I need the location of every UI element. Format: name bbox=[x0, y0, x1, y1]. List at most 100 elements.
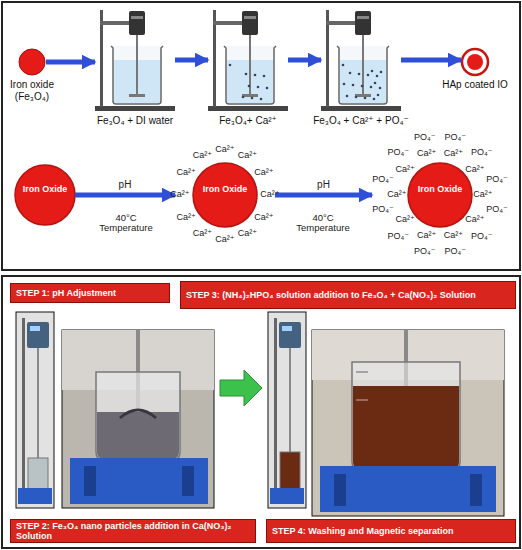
stand-base bbox=[95, 106, 175, 111]
process-arrow bbox=[220, 370, 262, 406]
particle-dot bbox=[376, 75, 379, 78]
shape-outline bbox=[18, 48, 46, 76]
caption-text: Fe₃O₄+ Ca²⁺ bbox=[193, 115, 303, 127]
spacer bbox=[249, 77, 250, 78]
red-core bbox=[15, 165, 75, 225]
liquid bbox=[97, 412, 179, 459]
hap-shell bbox=[462, 49, 488, 75]
graduation-mark bbox=[356, 400, 368, 401]
ion-label: Ca²⁺ bbox=[238, 229, 257, 239]
ion-label: Ca²⁺ bbox=[396, 165, 415, 175]
beaker-setup: Fe₃O₄ + Ca²⁺ + PO₄⁻ bbox=[321, 8, 401, 112]
beaker-photo bbox=[28, 458, 48, 490]
core-text: Iron Oxide bbox=[20, 184, 71, 194]
ion-label: Ca²⁺ bbox=[238, 151, 257, 161]
shape-outline bbox=[321, 8, 401, 112]
ion-label: PO₄⁻ bbox=[414, 247, 435, 257]
stirrer-shaft bbox=[37, 348, 39, 473]
particle-dot bbox=[373, 98, 376, 101]
particle-dot bbox=[251, 97, 254, 100]
rack-hole bbox=[470, 474, 482, 506]
particle-dot bbox=[266, 87, 269, 90]
clamp-arm bbox=[326, 21, 360, 25]
particle-dot bbox=[379, 87, 382, 90]
process-arrow bbox=[75, 193, 175, 198]
spacer bbox=[362, 77, 363, 78]
caption-text: Iron oxide (Fe₃O₄) bbox=[0, 79, 69, 102]
red-core bbox=[408, 163, 472, 227]
particle-dot bbox=[352, 84, 355, 87]
motor-detail bbox=[131, 16, 143, 19]
particle-dot bbox=[371, 70, 374, 73]
step-label: STEP 1: pH Adjustment bbox=[10, 283, 170, 303]
ion-label: PO₄⁻ bbox=[414, 133, 435, 143]
particle-dot bbox=[229, 64, 232, 67]
beaker-setup: Fe₃O₄+ Ca²⁺ bbox=[208, 8, 288, 112]
particle-dot bbox=[254, 74, 257, 77]
condition-label: 40°C Temperature bbox=[293, 213, 353, 234]
rack-hole bbox=[334, 474, 346, 506]
glass-beaker bbox=[352, 362, 460, 470]
stand-base bbox=[208, 106, 288, 111]
shape-outline bbox=[208, 8, 288, 112]
photo-frame bbox=[62, 330, 214, 508]
core-text: Iron Oxide bbox=[413, 184, 467, 194]
ion-label: PO₄⁻ bbox=[486, 205, 507, 215]
clamp-arm bbox=[213, 21, 247, 25]
particle-dot bbox=[361, 85, 364, 88]
motor-detail bbox=[357, 16, 369, 19]
stirrer-motor bbox=[355, 11, 371, 35]
ion-label: Ca²⁺ bbox=[465, 165, 484, 175]
stirrer-motor bbox=[27, 322, 49, 348]
particle-dot bbox=[248, 85, 251, 88]
ion-label: Ca²⁺ bbox=[444, 149, 463, 159]
caption-text: Fe₃O₄ + Ca²⁺ + PO₄⁻ bbox=[303, 115, 419, 127]
stand-base bbox=[321, 106, 401, 111]
ion-label: PO₄⁻ bbox=[372, 175, 393, 185]
blue-rack bbox=[18, 488, 52, 504]
impeller bbox=[355, 94, 371, 97]
ion-label: Ca²⁺ bbox=[176, 213, 195, 223]
particle-dot bbox=[257, 86, 260, 89]
ion-label: Ca²⁺ bbox=[260, 190, 279, 200]
stirrer-shaft bbox=[289, 348, 291, 466]
brown-liquid bbox=[353, 386, 459, 469]
particle-dot bbox=[342, 64, 345, 67]
rack-hole bbox=[182, 466, 194, 496]
process-arrow bbox=[288, 58, 321, 63]
rack-hole bbox=[84, 466, 96, 496]
ion-label: Ca²⁺ bbox=[387, 190, 406, 200]
particle-dot bbox=[364, 97, 367, 100]
stirrer-motor bbox=[279, 322, 301, 348]
blue-rack bbox=[70, 458, 208, 504]
impeller bbox=[242, 94, 258, 97]
condition-label: 40°C Temperature bbox=[96, 213, 156, 234]
vortex bbox=[120, 410, 156, 418]
red-particle bbox=[467, 54, 483, 70]
step-label: STEP 3: (NH₄)₂HPO₄ solution addition to … bbox=[180, 281, 516, 309]
step-label: STEP 4: Washing and Magnetic separation bbox=[266, 519, 516, 543]
impeller bbox=[129, 94, 145, 97]
iron-oxide-particle: Iron oxide (Fe₃O₄) bbox=[18, 48, 46, 76]
ion-label: Ca²⁺ bbox=[170, 190, 189, 200]
process-arrow bbox=[175, 58, 208, 63]
step-label: STEP 2: Fe₃O₄ nano particles addition in… bbox=[10, 519, 256, 543]
motor-detail bbox=[244, 16, 256, 19]
clamp-arm bbox=[100, 21, 134, 25]
step-text: STEP 3: (NH₄)₂HPO₄ solution addition to … bbox=[186, 290, 476, 300]
ion-label: Ca²⁺ bbox=[193, 229, 212, 239]
ion-label: PO₄⁻ bbox=[445, 247, 466, 257]
blue-rack bbox=[320, 466, 496, 512]
beaker-photo bbox=[280, 452, 300, 490]
stand-rod bbox=[22, 318, 25, 496]
caption-text: HAp coated IO bbox=[439, 79, 511, 91]
ion-label: Ca²⁺ bbox=[193, 151, 212, 161]
particle-dot bbox=[263, 75, 266, 78]
red-core bbox=[193, 163, 257, 227]
particle-dot bbox=[349, 72, 352, 75]
ion-label: Ca²⁺ bbox=[417, 149, 436, 159]
photo-frame bbox=[268, 312, 306, 508]
step-text: STEP 2: Fe₃O₄ nano particles addition in… bbox=[16, 521, 250, 542]
step-text: STEP 4: Washing and Magnetic separation bbox=[272, 526, 454, 536]
iron-oxide-core: Iron Oxide bbox=[15, 165, 75, 225]
